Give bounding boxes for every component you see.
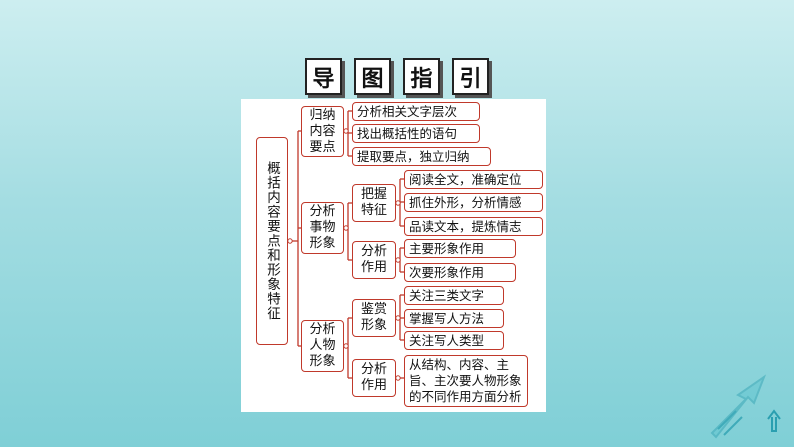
- branch-node-3: 分析人物形象: [301, 320, 344, 372]
- leaf-node: 关注写人类型: [404, 331, 504, 350]
- title-banner: 导 图 指 引: [0, 58, 794, 95]
- mindmap-panel: 概括内容要点和形象特征 归纳内容要点 分析相关文字层次 找出概括性的语句 提取要…: [241, 99, 546, 412]
- leaf-node: 掌握写人方法: [404, 309, 504, 328]
- upward-arrow-icon: [710, 374, 781, 439]
- leaf-node: 次要形象作用: [404, 263, 516, 282]
- leaf-node: 找出概括性的语句: [352, 124, 480, 143]
- title-char-2: 图: [354, 58, 391, 95]
- leaf-node: 关注三类文字: [404, 286, 504, 305]
- branch-node-2: 分析事物形象: [301, 202, 344, 254]
- leaf-node: 主要形象作用: [404, 239, 516, 258]
- title-char-4: 引: [452, 58, 489, 95]
- leaf-node: 阅读全文，准确定位: [404, 170, 543, 189]
- leaf-node: 提取要点，独立归纳: [352, 147, 491, 166]
- sub-node: 把握特征: [352, 184, 396, 222]
- sub-node: 分析作用: [352, 359, 396, 397]
- leaf-node: 抓住外形，分析情感: [404, 193, 543, 212]
- leaf-node: 品读文本，提炼情志: [404, 217, 543, 236]
- root-node: 概括内容要点和形象特征: [256, 137, 288, 345]
- title-char-1: 导: [305, 58, 342, 95]
- sub-node: 鉴赏形象: [352, 299, 396, 337]
- leaf-node: 从结构、内容、主旨、主次要人物形象的不同作用方面分析: [404, 355, 528, 407]
- title-char-3: 指: [403, 58, 440, 95]
- branch-node-1: 归纳内容要点: [301, 106, 344, 157]
- leaf-node: 分析相关文字层次: [352, 102, 480, 121]
- sub-node: 分析作用: [352, 241, 396, 279]
